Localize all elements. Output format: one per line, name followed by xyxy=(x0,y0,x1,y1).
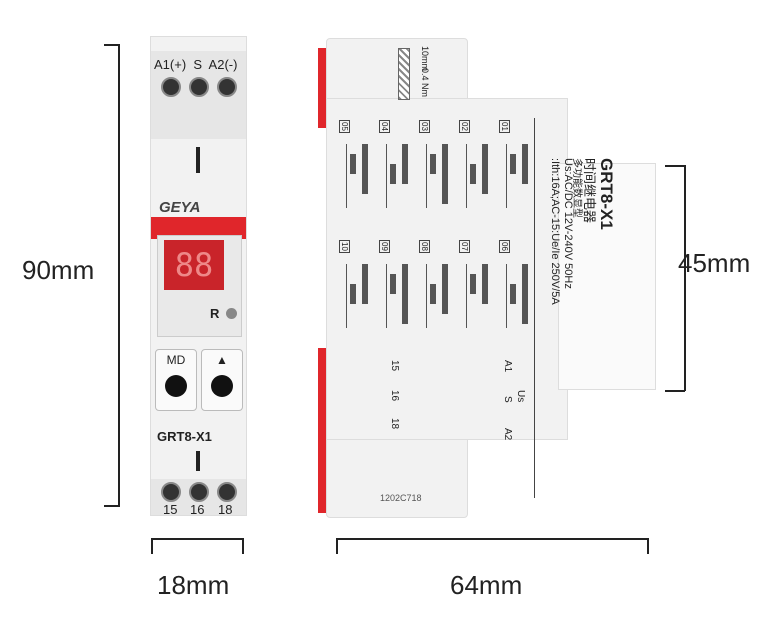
wiring-s: S xyxy=(502,396,513,403)
mode-number: 07 xyxy=(459,240,470,253)
width-dim-label: 18mm xyxy=(157,570,230,600)
up-arrow-icon: ▲ xyxy=(216,353,228,367)
screw-icon xyxy=(189,77,209,97)
mode-diagram: 04 xyxy=(378,120,414,220)
slot xyxy=(196,147,200,173)
timing-bar xyxy=(470,164,476,184)
wiring-15: 15 xyxy=(389,360,400,372)
terminal-15-label: 15 xyxy=(163,502,178,517)
dim-tick xyxy=(647,538,649,554)
button-knob xyxy=(165,375,187,397)
screw-icon xyxy=(161,77,181,97)
mode-number: 02 xyxy=(459,120,470,133)
dim-tick xyxy=(104,505,120,507)
timing-bar xyxy=(402,264,408,324)
up-button[interactable]: ▲ xyxy=(201,349,243,411)
timing-bar xyxy=(522,264,528,324)
height-dim-label: 90mm xyxy=(22,255,95,285)
width-dim-line xyxy=(151,538,244,540)
wiring-a2: A2 xyxy=(502,428,513,441)
mode-number: 10 xyxy=(339,240,350,253)
reset-label: R xyxy=(210,306,220,321)
screw-icon xyxy=(161,482,181,502)
timing-bar xyxy=(482,264,488,304)
timing-bar xyxy=(402,144,408,184)
mode-diagram: 10 xyxy=(338,240,374,340)
top-terminal-labels: A1(+) S A2(-) xyxy=(154,57,238,72)
timing-bar xyxy=(430,284,436,304)
led-display: 88 xyxy=(164,240,224,290)
supply-spec: Us:AC/DC 12V-240V 50Hz xyxy=(562,158,574,289)
mode-number: 03 xyxy=(419,120,430,133)
md-button[interactable]: MD xyxy=(155,349,197,411)
timing-bar xyxy=(522,144,528,184)
timing-bar xyxy=(350,284,356,304)
terminal-16-label: 16 xyxy=(190,502,205,517)
dim-tick xyxy=(104,44,120,46)
timing-bar xyxy=(362,144,368,194)
timing-bar xyxy=(362,264,368,304)
md-button-label: MD xyxy=(166,353,186,367)
dim-tick xyxy=(242,538,244,554)
serial-number: 1202C718 xyxy=(380,493,422,503)
torque-label: 0.4 Nm xyxy=(420,68,430,98)
wiring-a1: A1 xyxy=(502,360,513,373)
side-height-dim-line xyxy=(684,165,686,391)
mode-number: 04 xyxy=(379,120,390,133)
front-model-label: GRT8-X1 xyxy=(157,429,212,444)
reset-led-icon xyxy=(226,308,237,319)
terminal-18-label: 18 xyxy=(218,502,233,517)
dim-tick xyxy=(665,390,685,392)
wiring-16: 16 xyxy=(389,390,400,402)
screw-icon xyxy=(189,482,209,502)
slot xyxy=(196,451,200,471)
dim-tick xyxy=(665,165,685,167)
button-knob xyxy=(211,375,233,397)
mode-number: 06 xyxy=(499,240,510,253)
divider xyxy=(534,118,535,498)
mode-diagram: 06 xyxy=(498,240,534,340)
display-digits: 88 xyxy=(174,246,214,284)
mode-number: 01 xyxy=(499,120,510,133)
mode-diagram: 09 xyxy=(378,240,414,340)
side-view-device: 10mm 0.4 Nm GRT8-X1 时间继电器 多功能数显型 Us:AC/D… xyxy=(318,38,658,518)
timing-bar xyxy=(510,284,516,304)
display-panel: 88 R xyxy=(157,235,242,337)
depth-dim-line xyxy=(336,538,649,540)
mode-diagram: 05 xyxy=(338,120,374,220)
front-view-device: A1(+) S A2(-) GEYA 88 R MD ▲ GRT8-X1 15 … xyxy=(150,36,247,517)
screw-icon xyxy=(217,482,237,502)
depth-dim-label: 64mm xyxy=(450,570,523,600)
mode-diagram: 08 xyxy=(418,240,454,340)
mode-number: 05 xyxy=(339,120,350,133)
mode-diagrams: 01 02 03 04 05 06 07 08 09 10 xyxy=(338,120,533,350)
mode-diagram: 02 xyxy=(458,120,494,220)
mode-number: 08 xyxy=(419,240,430,253)
side-height-dim-label: 45mm xyxy=(678,248,751,278)
timing-bar xyxy=(350,154,356,174)
timing-bar xyxy=(470,274,476,294)
wiring-18: 18 xyxy=(389,418,400,430)
timing-bar xyxy=(390,164,396,184)
height-dim-line xyxy=(118,44,120,506)
timing-bar xyxy=(482,144,488,194)
accent-band xyxy=(151,217,246,239)
timing-bar xyxy=(430,154,436,174)
mode-diagram: 03 xyxy=(418,120,454,220)
timing-bar xyxy=(510,154,516,174)
dim-tick xyxy=(151,538,153,554)
contact-rating: :Ith:16A;AC-15:Ue/Ie 250V/5A xyxy=(549,158,561,305)
mode-diagram: 07 xyxy=(458,240,494,340)
wire-strip-icon xyxy=(398,48,410,100)
timing-bar xyxy=(442,264,448,314)
wiring-us: Us xyxy=(515,390,526,403)
mode-number: 09 xyxy=(379,240,390,253)
screw-icon xyxy=(217,77,237,97)
dim-tick xyxy=(336,538,338,554)
mode-diagram: 01 xyxy=(498,120,534,220)
front-protrusion xyxy=(558,163,656,390)
timing-bar xyxy=(390,274,396,294)
brand-logo: GEYA xyxy=(159,199,201,216)
timing-bar xyxy=(442,144,448,204)
